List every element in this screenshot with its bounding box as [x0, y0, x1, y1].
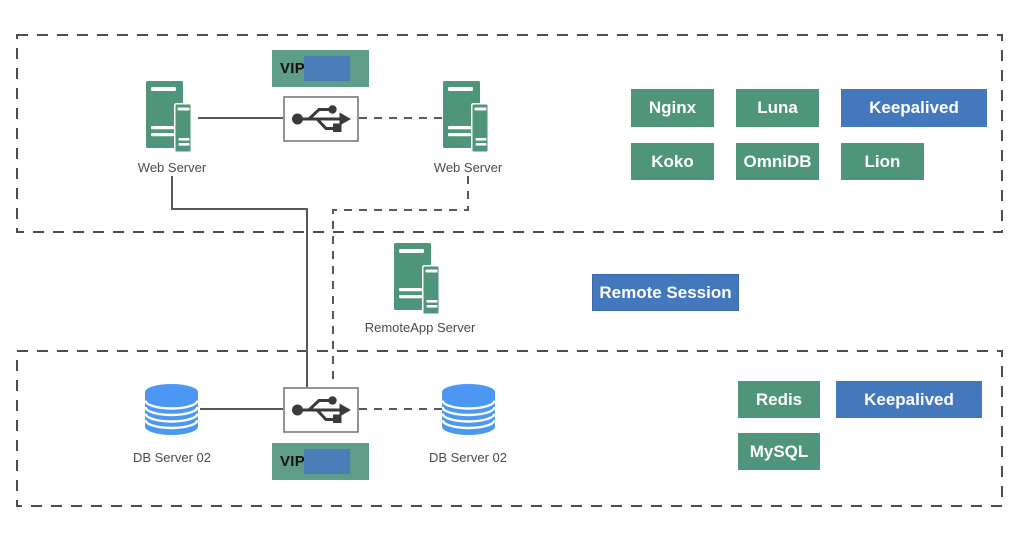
db-server-label: DB Server 02	[428, 450, 508, 465]
tag-keepalived: Keepalived	[841, 89, 987, 127]
vip-address-redacted	[304, 449, 350, 474]
tag-lion: Lion	[841, 143, 924, 180]
tag-nginx: Nginx	[631, 89, 714, 127]
vip-label: VIP	[280, 453, 306, 470]
tag-luna: Luna	[736, 89, 819, 127]
vip-box-bottom: VIP	[272, 443, 369, 480]
database-icon	[145, 384, 198, 440]
db-server-label: DB Server 02	[132, 450, 212, 465]
load-balancer-switch-icon	[283, 387, 359, 438]
vip-label: VIP	[280, 60, 306, 77]
web-server-icon	[146, 81, 192, 158]
web-server-label: Web Server	[137, 160, 207, 175]
vip-address-redacted	[304, 56, 350, 81]
top-cluster-border	[16, 34, 1003, 233]
tag-keepalived: Keepalived	[836, 381, 982, 418]
tag-remote-session: Remote Session	[592, 274, 739, 311]
web-server-label: Web Server	[433, 160, 503, 175]
bottom-cluster-border	[16, 350, 1003, 507]
remoteapp-server-icon	[394, 243, 440, 320]
tag-mysql: MySQL	[738, 433, 820, 470]
tag-omnidb: OmniDB	[736, 143, 819, 180]
remoteapp-server-label: RemoteApp Server	[364, 320, 476, 335]
tag-redis: Redis	[738, 381, 820, 418]
tag-koko: Koko	[631, 143, 714, 180]
web-server-icon	[443, 81, 489, 158]
load-balancer-switch-icon	[283, 96, 359, 147]
wire-webserver-right-to-db-switch	[332, 176, 469, 385]
database-icon	[442, 384, 495, 440]
wire-webserver-left-to-db-switch	[171, 176, 308, 387]
vip-box-top: VIP	[272, 50, 369, 87]
